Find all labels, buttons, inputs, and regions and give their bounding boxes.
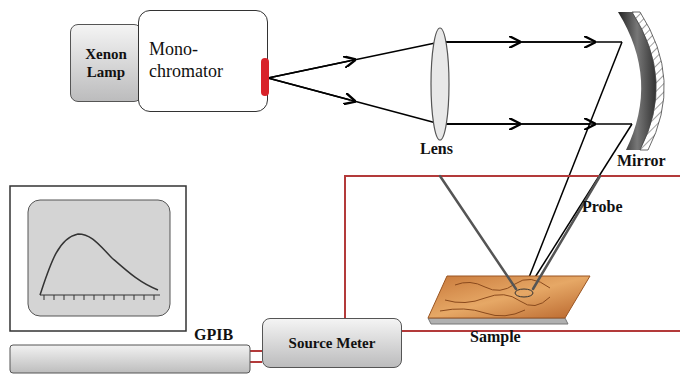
light-beam <box>268 42 632 290</box>
node-label: Source Meter <box>267 334 397 352</box>
axis-tick <box>74 295 75 300</box>
lamp-box: Xenon Lamp <box>70 24 142 102</box>
axis-tick <box>154 295 155 300</box>
probe-needle <box>440 176 600 289</box>
axis-tick <box>144 295 145 300</box>
concave-mirror <box>618 12 664 150</box>
axis-tick <box>54 295 55 300</box>
axis-tick <box>64 295 65 300</box>
axis-tick <box>104 295 105 300</box>
node-label: Mono- chromator <box>149 39 257 82</box>
lens-label: Lens <box>420 140 453 158</box>
interface-label: GPIB <box>194 326 233 344</box>
sample-label: Sample <box>470 328 521 346</box>
axis-tick <box>114 295 115 300</box>
computer <box>10 186 250 373</box>
source-meter-box: Source Meter <box>262 318 402 368</box>
mirror-label: Mirror <box>617 152 666 170</box>
probe-label: Probe <box>582 198 623 216</box>
exit-slit <box>261 58 269 96</box>
sample <box>428 276 590 324</box>
lens <box>431 28 449 140</box>
axis-tick <box>84 295 85 300</box>
axis-tick <box>94 295 95 300</box>
axis-tick <box>124 295 125 300</box>
node-label: Xenon Lamp <box>75 45 137 81</box>
axis-tick <box>44 295 45 300</box>
monochromator-box: Mono- chromator <box>138 10 268 112</box>
axis-tick <box>134 295 135 300</box>
